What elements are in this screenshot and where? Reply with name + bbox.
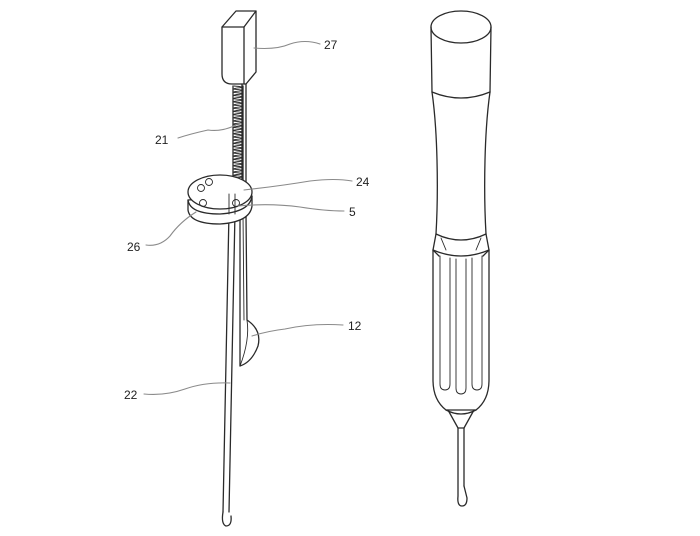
label-22: 22 — [124, 388, 138, 402]
disc-hole — [232, 199, 240, 207]
fluted-body — [432, 249, 490, 415]
collar — [432, 233, 490, 257]
handle-top — [430, 10, 492, 99]
left-leader-lines — [143, 40, 353, 395]
coil-spring — [232, 85, 244, 193]
tip-hook — [447, 409, 475, 507]
disc — [187, 174, 253, 225]
label-12: 12 — [348, 319, 362, 333]
disc-hole — [205, 178, 213, 186]
label-5: 5 — [349, 205, 356, 219]
label-26: 26 — [127, 240, 141, 254]
handle-grip — [431, 91, 491, 241]
handle-cap — [221, 10, 257, 85]
label-21: 21 — [155, 133, 169, 147]
disc-hole — [197, 184, 205, 192]
label-24: 24 — [356, 175, 370, 189]
left-instrument: 27 21 24 5 26 12 22 — [124, 10, 370, 527]
blade — [239, 213, 260, 367]
right-instrument — [430, 10, 492, 507]
label-27: 27 — [324, 38, 338, 52]
shaft — [221, 211, 236, 527]
rear-rod — [241, 83, 247, 191]
disc-hole — [199, 199, 207, 207]
spring-coil-path — [233, 85, 243, 193]
